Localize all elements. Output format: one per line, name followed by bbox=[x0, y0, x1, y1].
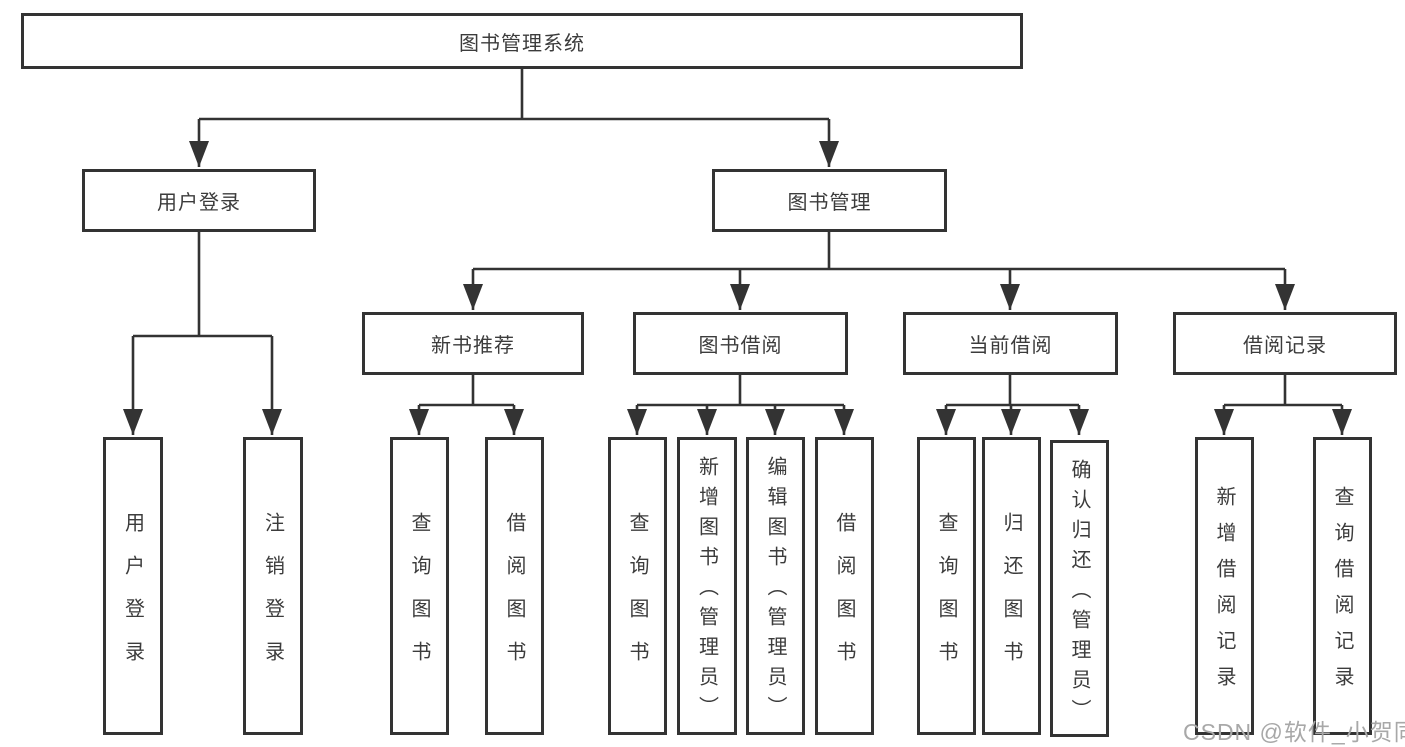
leaf-add-borrow-record: 新增借阅记录 bbox=[1195, 437, 1254, 735]
tree-arrows bbox=[123, 119, 1352, 435]
leaf-label: 确认归还（管理员） bbox=[1068, 458, 1090, 729]
leaf-label: 查询借阅记录 bbox=[1331, 486, 1353, 702]
leaf-query-books-current: 查询图书 bbox=[917, 437, 976, 735]
leaf-query-borrow-record: 查询借阅记录 bbox=[1313, 437, 1372, 735]
leaf-label: 归还图书 bbox=[1000, 511, 1022, 684]
leaf-label: 查询图书 bbox=[408, 511, 430, 684]
tree-edges bbox=[133, 68, 1342, 407]
node-borrow-records: 借阅记录 bbox=[1173, 312, 1397, 375]
node-book-borrow: 图书借阅 bbox=[633, 312, 848, 375]
leaf-label: 注销登录 bbox=[261, 511, 284, 684]
leaf-edit-book-admin: 编辑图书（管理员） bbox=[746, 437, 805, 735]
node-library-system: 图书管理系统 bbox=[21, 13, 1023, 69]
leaf-borrow-books-borrow: 借阅图书 bbox=[815, 437, 874, 735]
leaf-label: 查询图书 bbox=[935, 511, 957, 684]
leaf-query-books-recommend: 查询图书 bbox=[390, 437, 449, 735]
leaf-label: 新增图书（管理员） bbox=[695, 456, 718, 726]
leaf-label: 查询图书 bbox=[626, 511, 648, 684]
leaf-label: 新增借阅记录 bbox=[1213, 486, 1235, 702]
leaf-add-book-admin: 新增图书（管理员） bbox=[677, 437, 737, 735]
leaf-label: 借阅图书 bbox=[503, 511, 525, 684]
node-book-management: 图书管理 bbox=[712, 169, 947, 232]
leaf-label: 借阅图书 bbox=[833, 511, 855, 684]
leaf-label: 编辑图书（管理员） bbox=[764, 456, 786, 726]
node-current-borrow: 当前借阅 bbox=[903, 312, 1118, 375]
leaf-return-books: 归还图书 bbox=[982, 437, 1041, 735]
node-user-login: 用户登录 bbox=[82, 169, 316, 232]
leaf-query-books-borrow: 查询图书 bbox=[608, 437, 667, 735]
leaf-label: 用户登录 bbox=[121, 511, 144, 684]
leaf-borrow-books-recommend: 借阅图书 bbox=[485, 437, 544, 735]
leaf-confirm-return-admin: 确认归还（管理员） bbox=[1050, 440, 1109, 737]
leaf-user-login: 用户登录 bbox=[103, 437, 163, 735]
leaf-logout: 注销登录 bbox=[243, 437, 303, 735]
csdn-watermark: CSDN @软件_小贺同学 bbox=[1183, 719, 1405, 745]
node-new-book-recommend: 新书推荐 bbox=[362, 312, 584, 375]
